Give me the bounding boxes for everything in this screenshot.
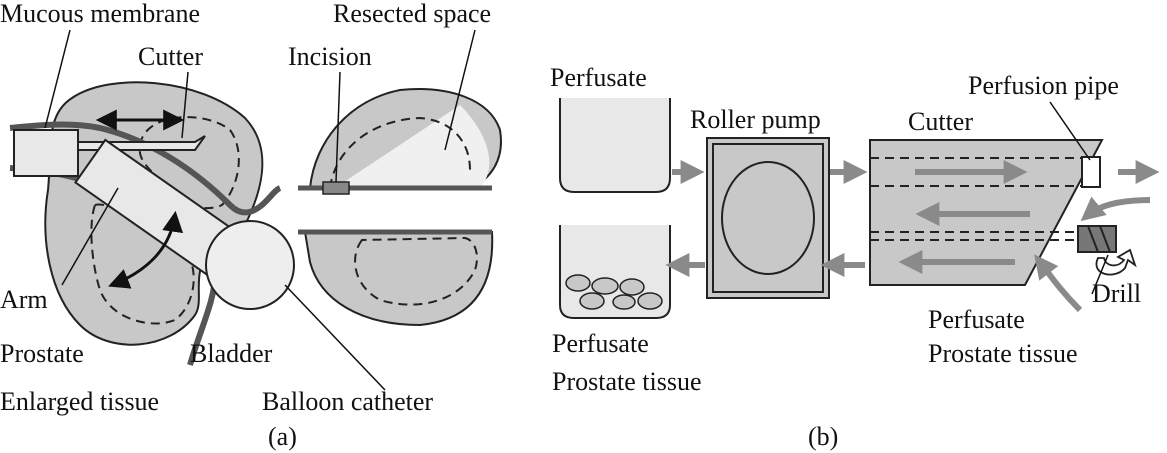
- enlarged-tissue-lower: [90, 203, 195, 325]
- label-enlarged-tissue: Enlarged tissue: [0, 387, 159, 416]
- label-mucous-membrane: Mucous membrane: [0, 0, 200, 28]
- label-prostate: Prostate: [0, 339, 84, 368]
- caption-b: (b): [808, 422, 838, 451]
- label-incision: Incision: [288, 42, 372, 71]
- mucous-membrane-line: [9, 121, 282, 216]
- label-roller-pump: Roller pump: [690, 105, 821, 134]
- perfusate-container-top: [559, 98, 671, 193]
- tissue-particles: [565, 274, 663, 310]
- label-perfusion-pipe: Perfusion pipe: [968, 71, 1119, 100]
- leader-drill: [1091, 254, 1109, 295]
- section-lower-dashed: [354, 236, 478, 306]
- label-prostate-tissue-bottom: Prostate tissue: [552, 367, 702, 396]
- leader-balloon-catheter: [284, 284, 386, 391]
- label-bladder: Bladder: [190, 339, 273, 368]
- label-drill: Drill: [1092, 279, 1141, 308]
- drill-thread-2: [1099, 225, 1111, 253]
- panel-b: Perfusate Roller pump Cutter Perfusion p…: [550, 63, 1160, 451]
- leader-mucous-membrane: [44, 29, 71, 129]
- arm-rotation-arrow: [108, 210, 184, 289]
- sheath-tube: [13, 129, 79, 177]
- drill-rotation-arrow: [1095, 248, 1137, 276]
- label-perfusate-top: Perfusate: [550, 63, 647, 92]
- flow-arrows: [665, 160, 1160, 313]
- label-resected-space: Resected space: [333, 0, 491, 28]
- section-upper-dashed: [329, 116, 471, 189]
- drill-thread-1: [1087, 225, 1099, 253]
- leader-incision: [335, 71, 341, 183]
- leader-arm: [61, 187, 119, 286]
- leader-perfusion-pipe: [1049, 101, 1091, 161]
- flow-arrow-tissue-in: [1034, 254, 1083, 313]
- panel-a: Mucous membrane Cutter Incision Resected…: [0, 0, 502, 451]
- leader-cutter: [181, 71, 189, 139]
- section-lower: [303, 231, 494, 327]
- flow-arrow-into-cutter: [1080, 196, 1151, 222]
- label-perfusate-right: Perfusate: [928, 305, 1025, 334]
- incision-marker: [322, 181, 350, 195]
- label-perfusate-bottom: Perfusate: [552, 329, 649, 358]
- label-arm: Arm: [0, 285, 48, 314]
- label-cutter-b: Cutter: [908, 107, 973, 136]
- balloon-catheter: [205, 220, 295, 310]
- roller-pump-rotor: [721, 161, 815, 275]
- label-balloon-catheter: Balloon catheter: [262, 387, 433, 416]
- leader-resected-space: [444, 29, 476, 151]
- caption-a: (a): [268, 422, 297, 451]
- label-cutter: Cutter: [138, 42, 203, 71]
- perfusion-pipe-end: [1081, 156, 1101, 188]
- label-prostate-tissue-right: Prostate tissue: [928, 339, 1078, 368]
